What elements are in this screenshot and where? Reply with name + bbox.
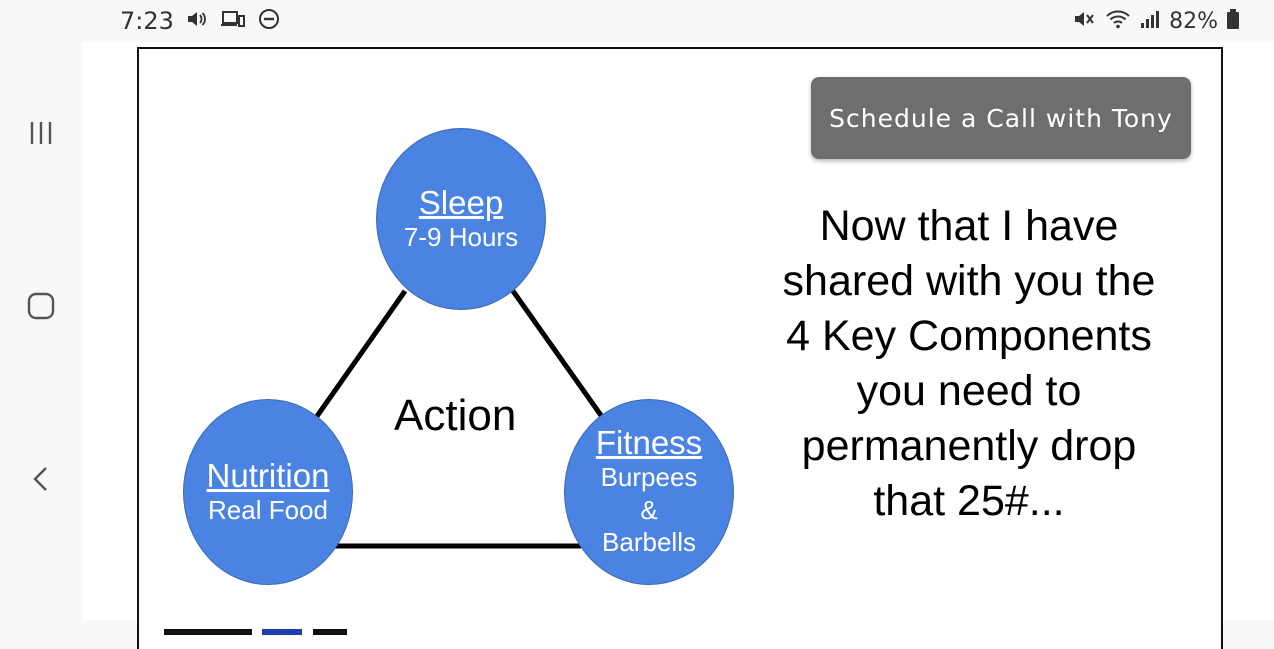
volume-icon xyxy=(186,9,208,34)
battery-percent: 82% xyxy=(1169,8,1218,34)
home-icon xyxy=(27,292,55,320)
signal-icon xyxy=(1139,8,1161,35)
message-line: shared with you the xyxy=(782,257,1156,305)
slide-message: Now that I have shared with you the 4 Ke… xyxy=(739,199,1199,529)
nutrition-circle: Nutrition Real Food xyxy=(183,399,353,585)
status-left: 7:23 xyxy=(120,6,280,36)
sleep-subtitle: 7-9 Hours xyxy=(403,221,519,252)
message-line: that 25#... xyxy=(873,477,1065,525)
navigation-bar xyxy=(0,42,82,620)
fitness-subtitle-1: Burpees xyxy=(600,462,698,493)
presentation-slide: Schedule a Call with Tony Sleep 7-9 Hour… xyxy=(137,47,1223,649)
action-triangle-diagram: Sleep 7-9 Hours Nutrition Real Food Fitn… xyxy=(139,49,779,649)
message-line: 4 Key Components xyxy=(786,312,1152,360)
status-right: 82% xyxy=(1073,6,1240,36)
clock: 7:23 xyxy=(120,7,174,35)
home-button[interactable] xyxy=(20,285,62,327)
content-area: Schedule a Call with Tony Sleep 7-9 Hour… xyxy=(82,42,1274,649)
schedule-call-button[interactable]: Schedule a Call with Tony xyxy=(811,77,1191,159)
sleep-circle: Sleep 7-9 Hours xyxy=(376,128,546,310)
nutrition-subtitle: Real Food xyxy=(208,494,328,525)
sleep-title: Sleep xyxy=(418,183,504,221)
back-button[interactable] xyxy=(20,458,62,500)
message-line: you need to xyxy=(856,367,1082,415)
fitness-subtitle-3: Barbells xyxy=(602,527,696,558)
do-not-disturb-icon xyxy=(258,8,280,35)
fitness-circle: Fitness Burpees & Barbells xyxy=(564,399,734,585)
fitness-subtitle-2: & xyxy=(640,494,658,525)
back-icon xyxy=(33,467,47,491)
message-line: Now that I have xyxy=(819,202,1119,250)
triangle-lines xyxy=(312,289,608,549)
mute-icon xyxy=(1073,8,1097,35)
recent-apps-icon xyxy=(30,122,52,144)
nutrition-title: Nutrition xyxy=(206,456,330,494)
cut-off-text xyxy=(164,615,364,635)
action-label: Action xyxy=(394,391,517,440)
message-line: permanently drop xyxy=(801,422,1137,470)
battery-icon xyxy=(1226,8,1240,35)
fitness-title: Fitness xyxy=(595,424,703,462)
status-bar: 7:23 82% xyxy=(0,0,1274,42)
cast-device-icon xyxy=(220,9,246,34)
recent-apps-button[interactable] xyxy=(20,112,62,154)
wifi-icon xyxy=(1105,8,1131,35)
